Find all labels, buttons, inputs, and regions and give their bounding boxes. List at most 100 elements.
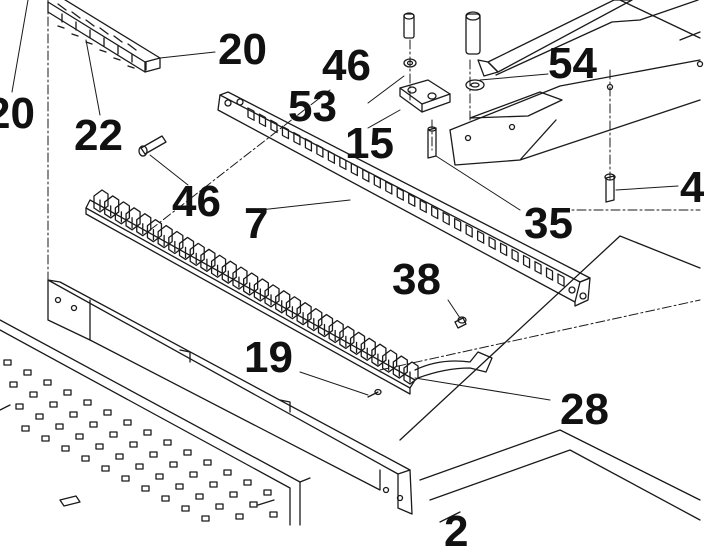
plate-slot	[339, 156, 347, 171]
part-label-54: 54	[548, 39, 597, 88]
comb-tooth	[93, 189, 109, 213]
tray-hole	[75, 433, 84, 440]
tray-hole	[29, 391, 38, 398]
bracket-15-assembly	[367, 12, 521, 211]
comb-tooth	[178, 236, 195, 261]
tray-hole	[169, 461, 178, 468]
plate-slot	[362, 168, 370, 183]
screw-46-left	[138, 135, 189, 186]
comb-tooth	[114, 201, 131, 225]
part-label-38: 38	[392, 255, 441, 304]
tray-hole	[263, 489, 272, 496]
comb-tooth	[200, 248, 216, 272]
plate-slot	[270, 119, 278, 134]
plate-slot	[247, 107, 255, 121]
tray-hole	[209, 481, 218, 488]
comb-tooth	[157, 224, 173, 249]
tray-hole	[215, 503, 224, 510]
side-rail	[47, 279, 413, 515]
comb-tooth	[136, 213, 152, 237]
plate-slot	[534, 260, 542, 275]
tray-hole	[9, 381, 18, 388]
comb-tooth	[189, 242, 205, 267]
plate-slot	[465, 224, 473, 238]
small-screws	[367, 316, 467, 398]
tray-hole	[95, 443, 104, 450]
tray-hole	[15, 403, 24, 410]
plate-slot	[385, 181, 393, 195]
tray-hole	[69, 411, 78, 418]
plate-slot	[316, 144, 324, 158]
tray-hole	[129, 441, 138, 448]
comb-tooth	[168, 230, 184, 255]
part-label-22: 22	[74, 111, 123, 160]
chassis-tray	[0, 319, 311, 526]
tray-hole	[143, 429, 152, 436]
tray-hole	[123, 419, 132, 426]
plate-slot	[350, 162, 358, 177]
tray-hole	[81, 455, 90, 462]
comb-tooth	[210, 254, 227, 278]
tray-hole	[243, 479, 252, 486]
part-label-20-top: 20	[218, 25, 267, 74]
connector-strip-top	[47, 0, 161, 73]
part-label-46-top: 46	[322, 41, 371, 90]
tray-hole	[3, 359, 12, 366]
plate-slot	[522, 254, 531, 269]
tray-hole	[181, 505, 190, 512]
plate-slot	[557, 273, 565, 287]
plate-slot	[511, 248, 519, 263]
plate-slot	[488, 236, 496, 251]
exploded-view-drawing	[0, 0, 704, 526]
comb-tooth	[253, 278, 269, 302]
comb-tooth	[339, 325, 355, 350]
tray-hole	[163, 439, 172, 446]
tray-hole	[103, 409, 112, 416]
plate-slot	[408, 193, 416, 208]
tray-hole	[101, 465, 110, 472]
tray-hole	[49, 401, 58, 408]
comb-tooth	[296, 302, 312, 326]
tray-hole	[35, 413, 44, 420]
tray-hole	[189, 471, 198, 478]
plate-slot	[545, 267, 554, 281]
tray-hole	[175, 483, 184, 490]
tray-hole	[109, 431, 118, 438]
tray-hole	[223, 469, 232, 476]
tray-hole	[141, 485, 150, 492]
comb-tooth	[264, 284, 280, 308]
tray-hole	[121, 475, 130, 482]
tray-hole	[249, 501, 258, 508]
part-label-7: 7	[244, 199, 269, 248]
comb-tooth	[243, 272, 259, 296]
plate-slot	[419, 199, 427, 214]
plate-slot	[304, 138, 313, 152]
construction-lines	[47, 0, 701, 371]
tray-hole	[23, 369, 32, 376]
tray-hole	[61, 445, 70, 452]
part-label-19: 19	[244, 333, 293, 382]
tray-hole	[43, 379, 52, 386]
plate-slot	[442, 211, 450, 226]
plate-slot	[293, 131, 301, 146]
comb-tooth	[317, 313, 334, 338]
comb-tooth	[360, 337, 376, 361]
tray-hole	[269, 511, 278, 518]
comb-tooth	[285, 296, 302, 320]
tray-hole	[195, 493, 204, 500]
frame-lines-bottom-right	[399, 235, 701, 523]
connector-comb	[85, 189, 493, 395]
tray-hole	[201, 515, 210, 522]
tray-hole	[135, 463, 144, 470]
plate-slot	[431, 205, 439, 220]
part-label-20-left: 20	[0, 89, 35, 138]
plate-slot	[373, 174, 381, 189]
tray-hole	[21, 425, 30, 432]
leader-lines-comb	[299, 299, 551, 401]
part-label-15: 15	[345, 119, 394, 168]
comb-tooth	[307, 307, 323, 332]
comb-tooth	[349, 331, 366, 355]
comb-tooth	[104, 195, 120, 219]
tray-hole	[89, 421, 98, 428]
